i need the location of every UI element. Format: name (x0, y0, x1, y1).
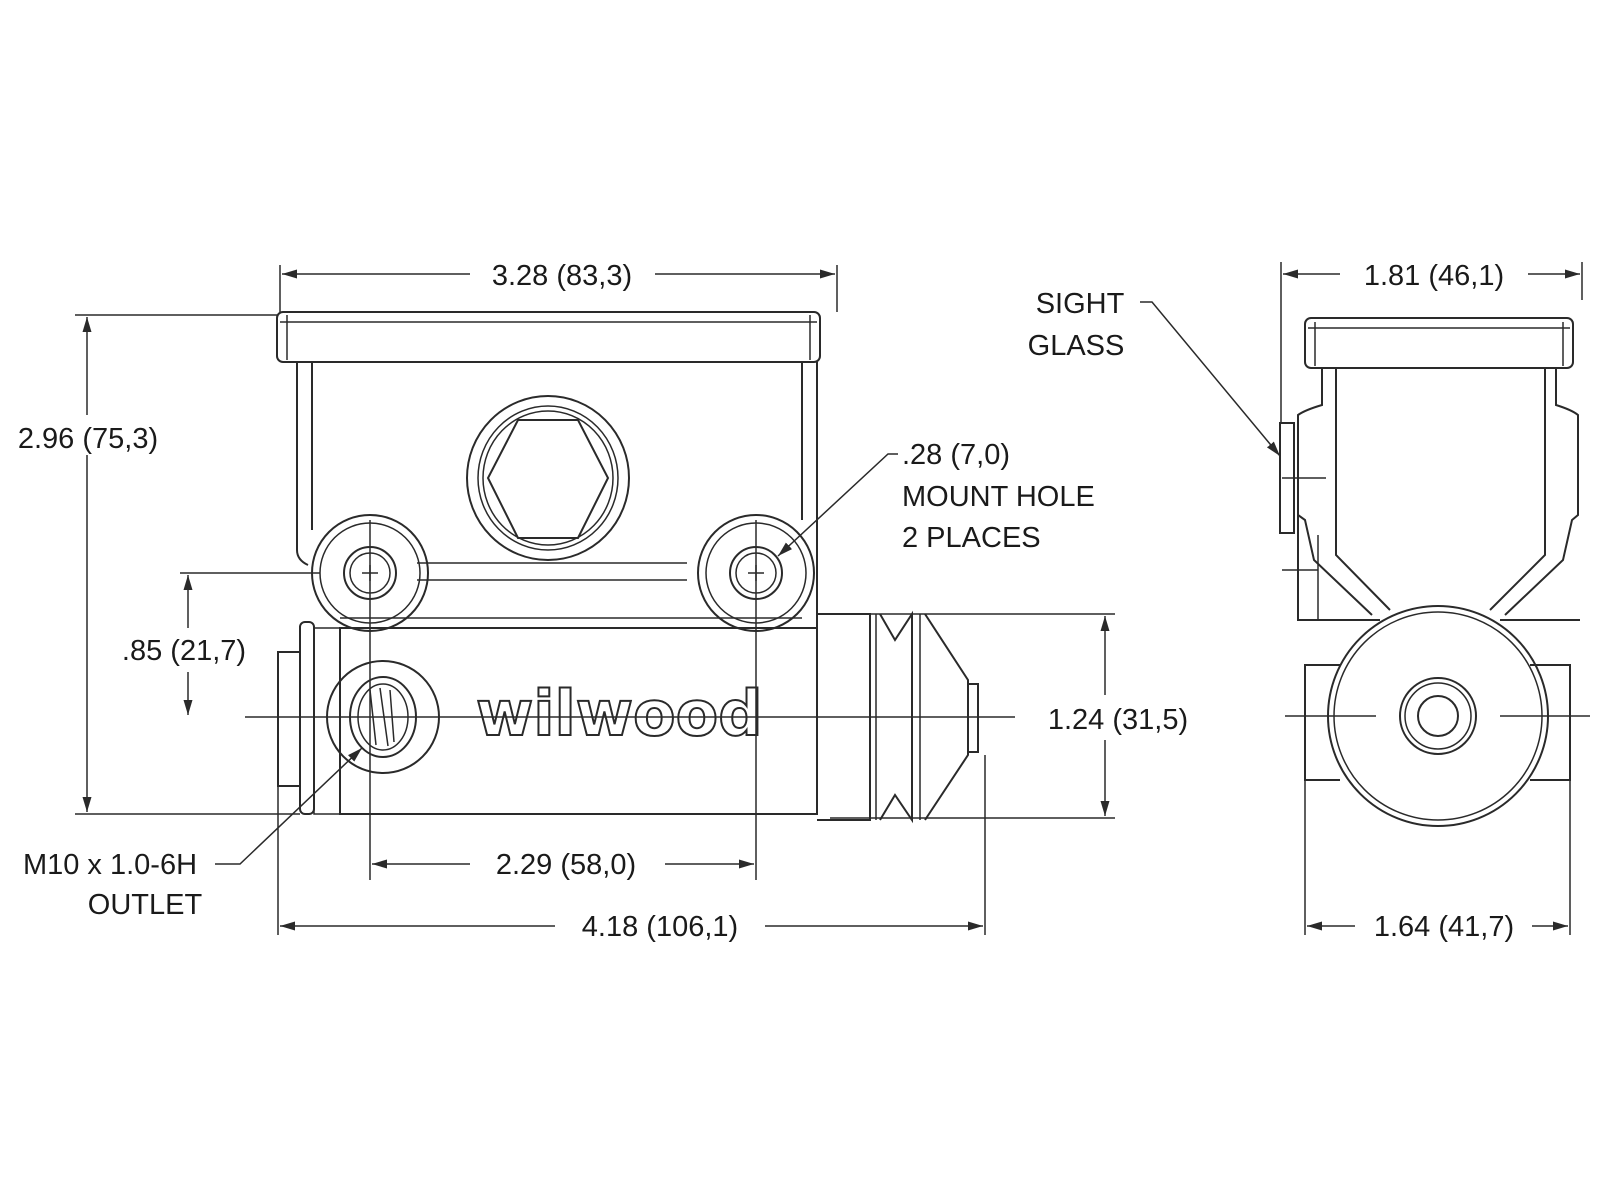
sight-glass-callout: SIGHT GLASS (1028, 288, 1281, 457)
side-reservoir-body (1297, 368, 1580, 621)
svg-text:.28 (7,0): .28 (7,0) (902, 439, 1010, 471)
svg-text:GLASS: GLASS (1028, 330, 1125, 362)
dimension-side-reservoir-width: 1.81 (46,1) (1280, 260, 1583, 423)
svg-text:.85 (21,7): .85 (21,7) (122, 635, 246, 667)
outlet-callout: M10 x 1.0-6H OUTLET (23, 747, 363, 921)
svg-text:2.96 (75,3): 2.96 (75,3) (18, 423, 158, 455)
reservoir-cap (276, 311, 821, 363)
svg-text:M10 x 1.0-6H: M10 x 1.0-6H (23, 849, 197, 881)
cylinder-body (277, 621, 818, 815)
svg-text:MOUNT HOLE: MOUNT HOLE (902, 481, 1095, 513)
wilwood-logo: wilwood (476, 677, 763, 750)
svg-text:3.28 (83,3): 3.28 (83,3) (492, 260, 632, 292)
dimension-overall-height: 2.96 (75,3) (18, 314, 300, 815)
svg-text:1.81 (46,1): 1.81 (46,1) (1364, 260, 1504, 292)
dimension-overall-length: 4.18 (106,1) (277, 755, 986, 943)
center-lines (180, 520, 1015, 880)
dimension-body-height: 1.24 (31,5) (830, 613, 1188, 819)
dimension-mount-to-center: .85 (21,7) (122, 575, 246, 715)
svg-text:1.24 (31,5): 1.24 (31,5) (1048, 704, 1188, 736)
side-body (1282, 477, 1590, 827)
svg-text:SIGHT: SIGHT (1036, 288, 1125, 320)
reservoir-body (296, 362, 818, 629)
svg-text:OUTLET: OUTLET (88, 889, 203, 921)
front-view: wilwood 3.28 (83,3) 2 (18, 260, 1188, 943)
dimension-mount-spacing: 2.29 (58,0) (372, 849, 754, 881)
side-reservoir-cap (1304, 317, 1574, 369)
svg-text:4.18 (106,1): 4.18 (106,1) (582, 911, 738, 943)
svg-text:2 PLACES: 2 PLACES (902, 522, 1041, 554)
dimension-side-body-width: 1.64 (41,7) (1304, 780, 1571, 943)
svg-text:1.64 (41,7): 1.64 (41,7) (1374, 911, 1514, 943)
dimension-reservoir-width: 3.28 (83,3) (279, 260, 838, 312)
mount-hole-callout: .28 (7,0) MOUNT HOLE 2 PLACES (777, 439, 1095, 557)
svg-text:2.29 (58,0): 2.29 (58,0) (496, 849, 636, 881)
side-view: 1.81 (46,1) 1.64 (41,7) SIGHT GLASS (1028, 260, 1590, 943)
fill-plug-hex (466, 395, 630, 561)
